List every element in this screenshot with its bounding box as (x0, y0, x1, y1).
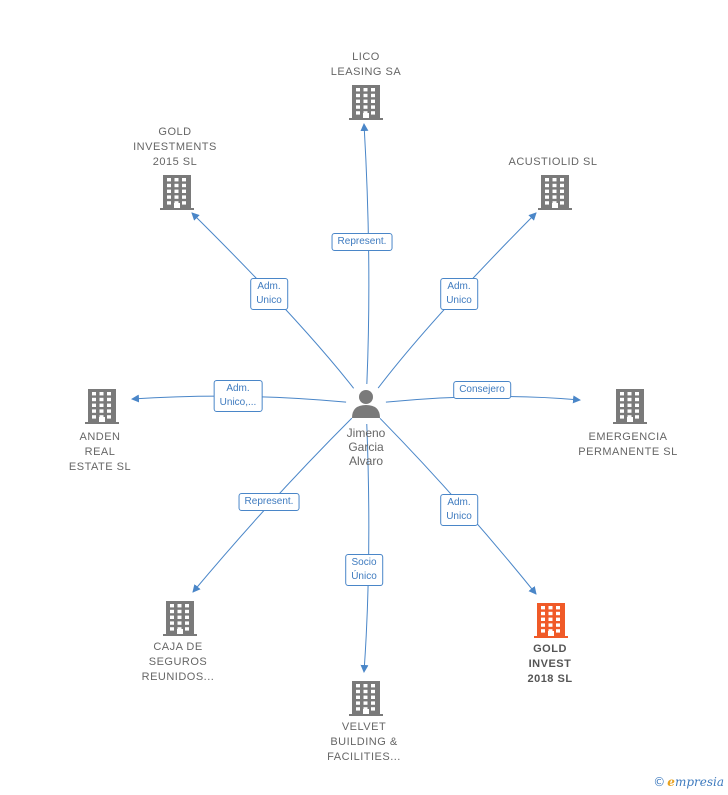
company-label-velvet[interactable]: VELVET BUILDING & FACILITIES... (327, 721, 401, 763)
center-person-name[interactable]: Jimeno Garcia Alvaro (346, 426, 386, 468)
copyright-icon: © (653, 775, 666, 789)
edge-lico (360, 123, 370, 385)
company-label-gold-investments[interactable]: GOLD INVESTMENTS 2015 SL (133, 126, 217, 168)
building-icon-anden (85, 389, 119, 424)
edge-label-caja: Represent. (238, 493, 300, 511)
brand-name: mpresia (674, 775, 724, 789)
company-label-anden[interactable]: ANDEN REAL ESTATE SL (68, 431, 132, 473)
edge-label-acustiolid: Adm. Unico (440, 278, 478, 310)
building-icon-gold-investments (160, 175, 194, 210)
company-label-gold-invest[interactable]: GOLD INVEST 2018 SL (527, 643, 573, 685)
edge-label-emergencia: Consejero (453, 381, 511, 399)
edge-label-gold-investments: Adm. Unico (250, 278, 288, 310)
building-icon-gold-invest (534, 603, 568, 638)
building-icon-emergencia (613, 389, 647, 424)
company-label-caja[interactable]: CAJA DE SEGUROS REUNIDOS... (141, 641, 215, 683)
building-icon-lico (349, 85, 383, 120)
person-icon (352, 390, 380, 418)
edge-label-lico: Represent. (331, 233, 393, 251)
edge-label-anden: Adm. Unico,... (213, 380, 263, 412)
edge-label-gold-invest: Adm. Unico (440, 494, 478, 526)
company-label-emergencia[interactable]: EMERGENCIA PERMANENTE SL (578, 431, 678, 458)
edge-gold-investments (191, 212, 355, 389)
building-icon-caja (163, 601, 197, 636)
building-icon-acustiolid (538, 175, 572, 210)
edge-velvet (360, 423, 370, 673)
brand-initial: e (667, 775, 675, 789)
edge-acustiolid (377, 212, 537, 389)
company-label-lico[interactable]: LICO LEASING SA (330, 51, 402, 78)
footer-brand: ©empresia (653, 775, 724, 789)
building-icon-velvet (349, 681, 383, 716)
edge-label-velvet: Socio Único (345, 554, 383, 586)
company-label-acustiolid[interactable]: ACUSTIOLID SL (508, 156, 598, 168)
